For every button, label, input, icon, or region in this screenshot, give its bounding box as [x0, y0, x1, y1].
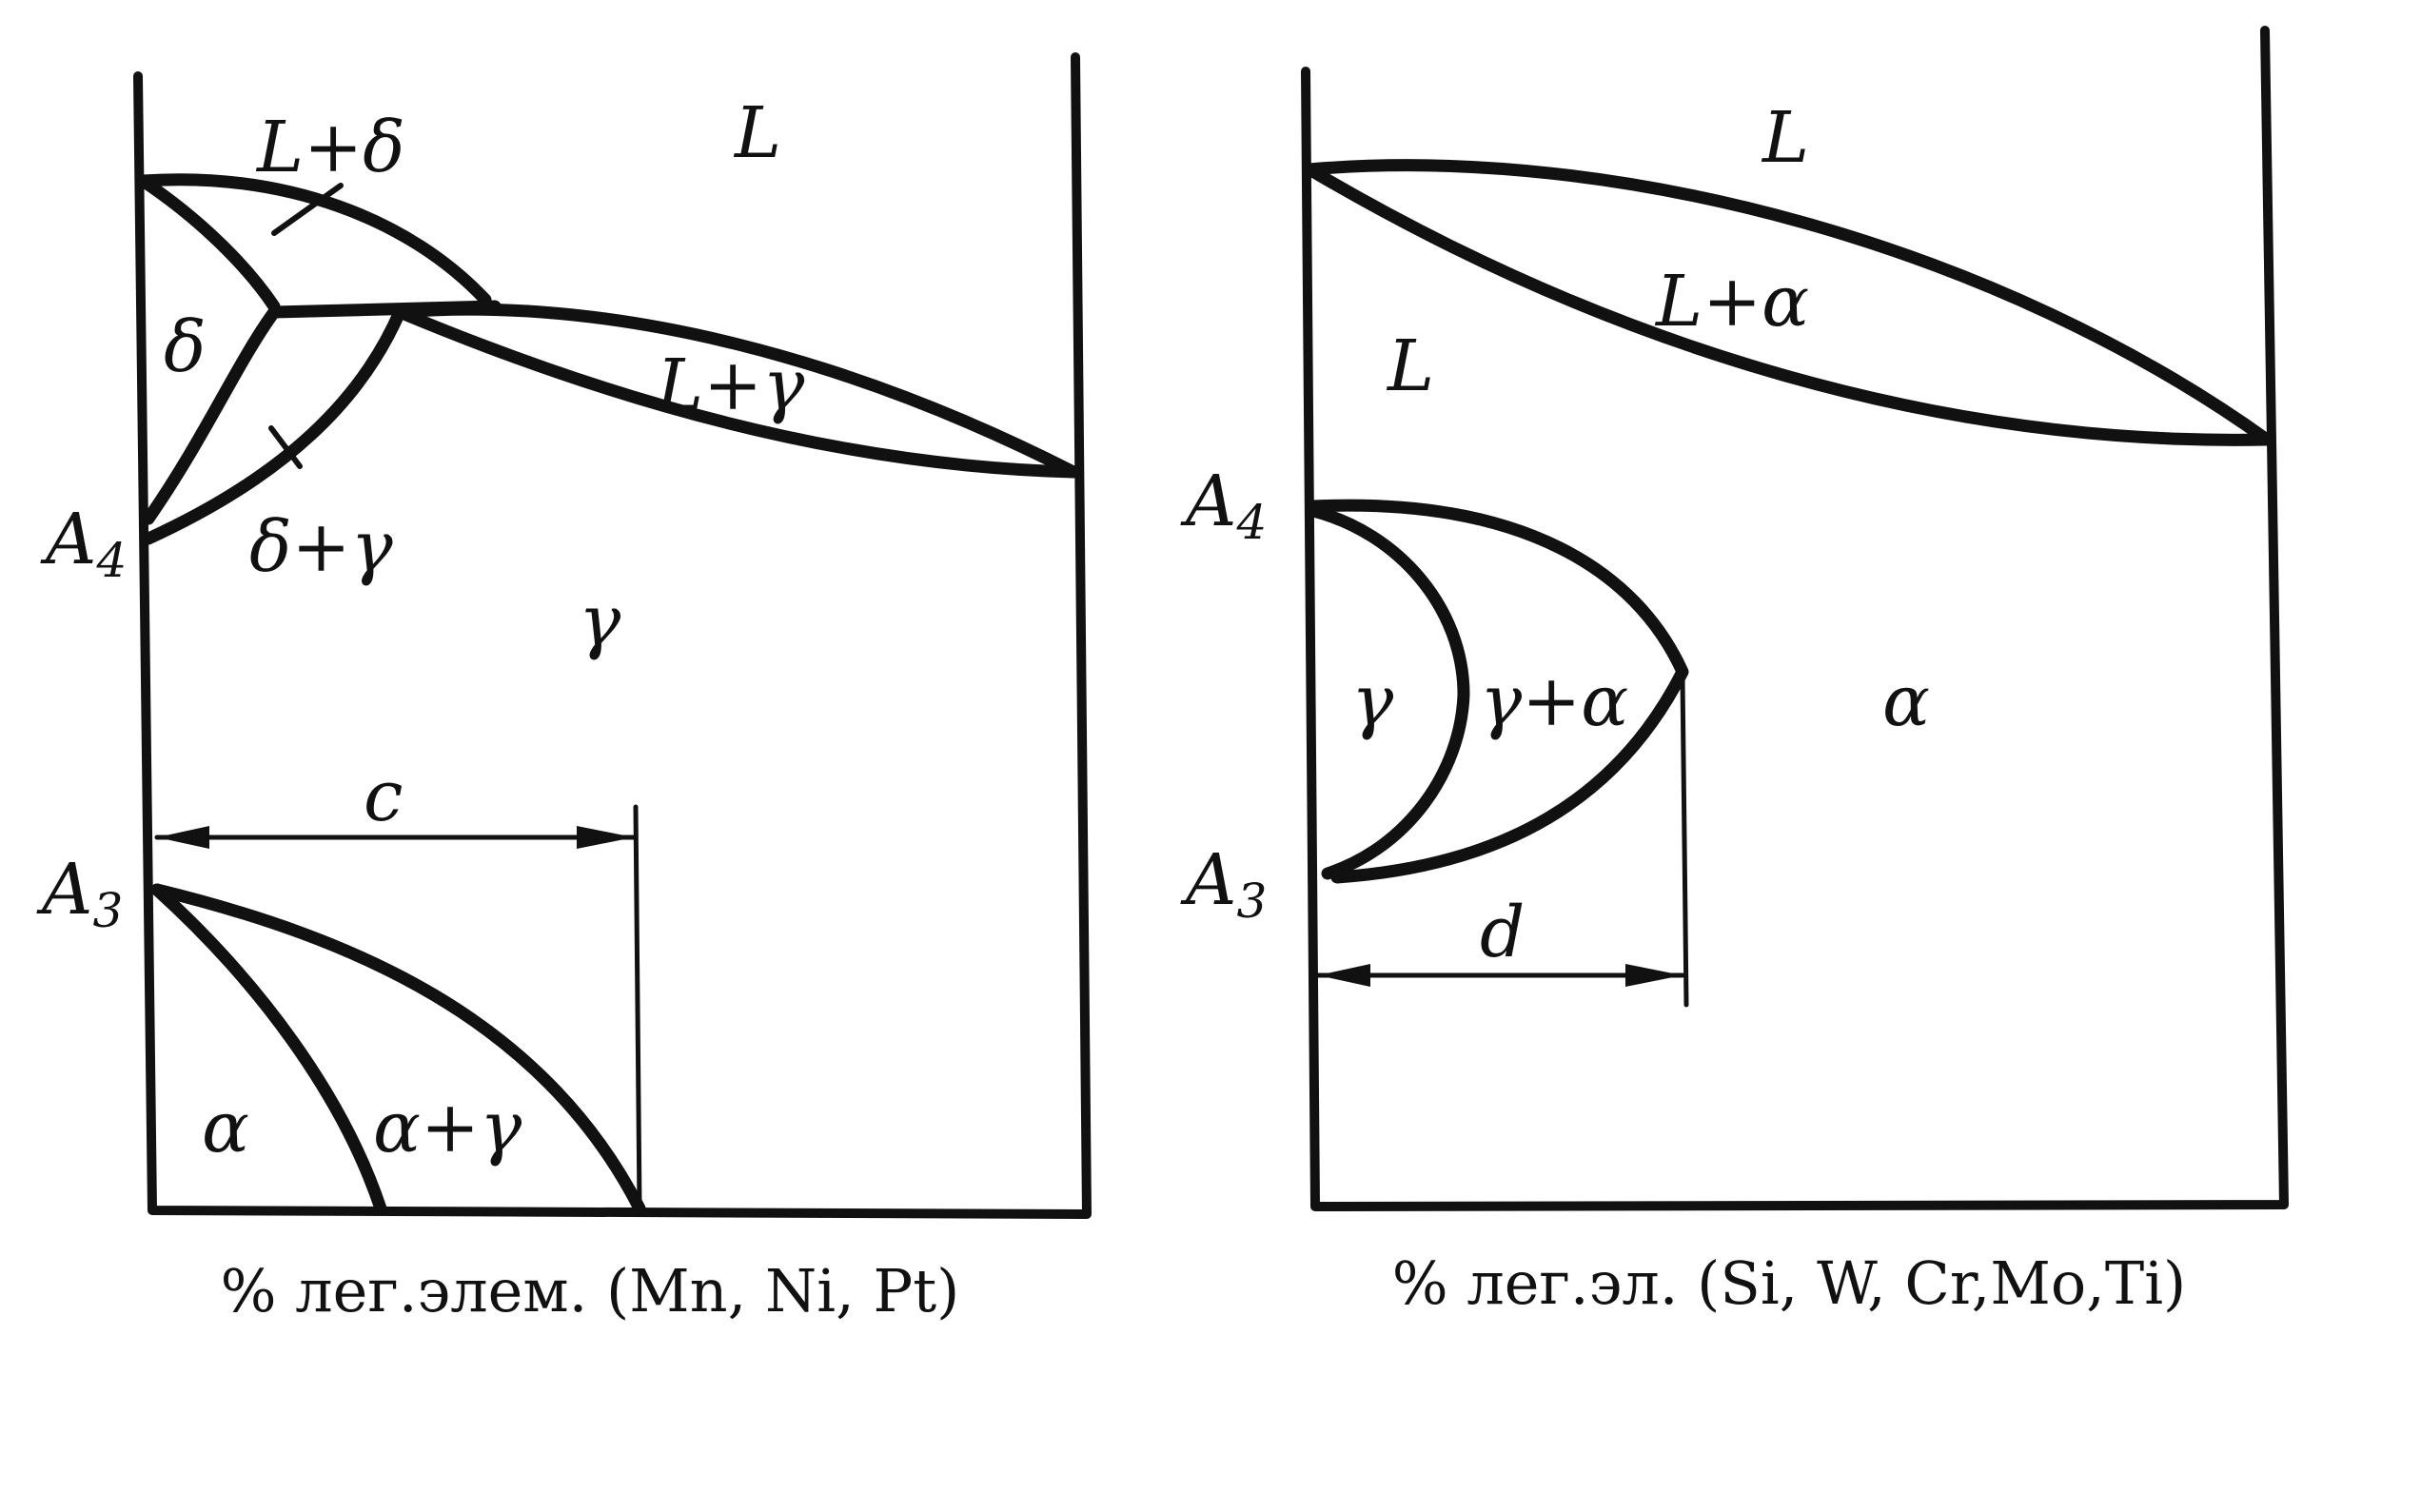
right-axis-caption: % лег.эл. (Si, W, Cr,Mo,Ti) — [1392, 1248, 2187, 1318]
right-liquidus-line — [1303, 159, 2273, 446]
left-label-gamma: γ — [579, 580, 621, 662]
left-label-liquid-gamma: L+γ — [655, 344, 805, 426]
left-label-dimension-c: c — [364, 756, 403, 837]
left-label-liquid-delta: L+δ — [255, 107, 405, 188]
right-gamma-loop-inner-line — [1307, 504, 1470, 880]
left-alpha-boundary-line — [150, 883, 387, 1215]
left-tick-mark-lower — [268, 425, 303, 469]
left-solidus-delta-line — [136, 174, 281, 313]
right-label-liquid-alpha: L+α — [1654, 261, 1809, 343]
right-solidus-line — [1303, 163, 2273, 446]
right-label-liquid-top: L — [1761, 97, 1809, 179]
right-label-gamma-alpha: γ+α — [1480, 660, 1628, 742]
right-point-a4: A4 — [1180, 461, 1267, 550]
left-point-a4: A4 — [40, 499, 127, 588]
left-dimension-arrowhead-right — [577, 826, 634, 849]
left-gamma-boundary-line — [142, 305, 406, 545]
left-solidus-gamma-line — [393, 305, 1080, 479]
right-point-a3: A3 — [1180, 839, 1267, 929]
right-phase-diagram: L L+α L γ γ+α α d A4 A3 % лег.эл. (Si, W… — [1180, 26, 2289, 1318]
left-label-liquid: L — [733, 92, 781, 174]
left-point-a3: A3 — [36, 849, 123, 938]
right-gamma-loop-outer-line — [1307, 499, 1689, 884]
left-label-delta-gamma: δ+γ — [249, 506, 394, 588]
left-dimension-vertical-line — [633, 804, 642, 1209]
right-label-gamma: γ — [1351, 660, 1394, 742]
right-dimension-vertical-line — [1680, 675, 1689, 1008]
left-frame — [133, 52, 1092, 1219]
right-dimension-arrowhead-right — [1625, 964, 1683, 987]
right-label-liquid-left: L — [1386, 325, 1434, 407]
left-delta-boundary-line — [142, 305, 281, 525]
left-label-alpha-gamma: α+γ — [373, 1087, 522, 1168]
right-label-dimension-d: d — [1480, 892, 1525, 973]
left-label-delta: δ — [164, 306, 207, 388]
left-tick-mark-upper — [271, 183, 344, 236]
left-phase-diagram: L L+δ δ L+γ δ+γ γ α α+γ c A4 A3 % лег.эл… — [36, 52, 1092, 1325]
left-liquidus-delta-line — [136, 173, 492, 306]
right-label-alpha: α — [1882, 660, 1930, 742]
left-label-alpha: α — [202, 1087, 249, 1168]
left-axis-caption: % лег.элем. (Mn, Ni, Pt) — [221, 1256, 960, 1325]
left-liquidus-gamma-line — [393, 303, 1080, 479]
left-gamma-solvus-line — [150, 883, 646, 1215]
left-dimension-arrowhead-left — [157, 826, 209, 849]
right-frame — [1301, 26, 2289, 1211]
right-dimension-arrowhead-left — [1318, 964, 1370, 987]
